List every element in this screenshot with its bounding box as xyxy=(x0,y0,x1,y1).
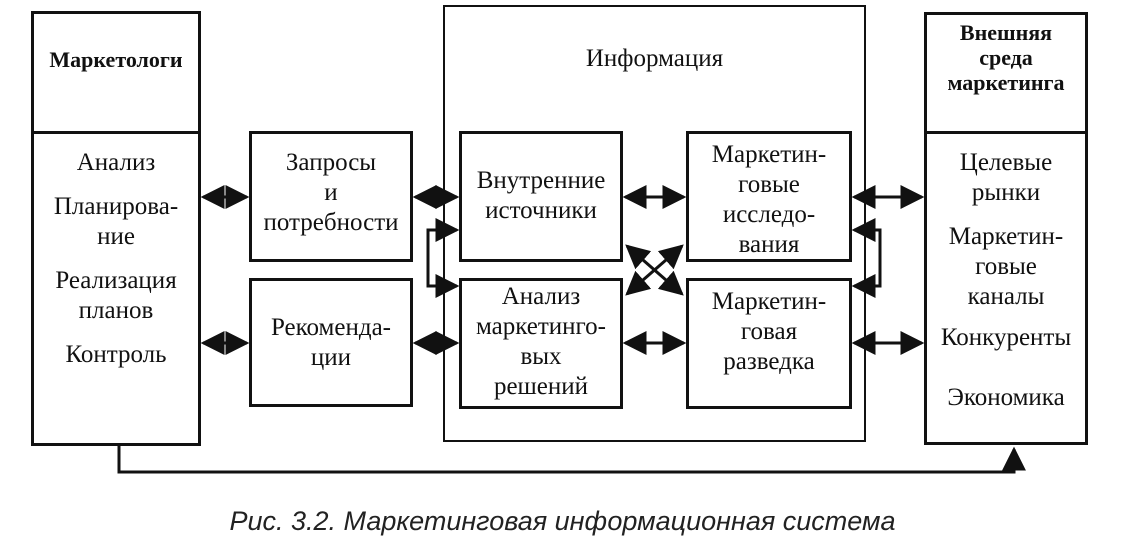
analysis-box xyxy=(459,278,623,409)
environment-header-divider xyxy=(924,12,1088,134)
environment-box xyxy=(924,12,1088,445)
environment-item-competitors: Конкуренты xyxy=(940,324,1072,351)
figure-caption: Рис. 3.2. Маркетинговая информационная с… xyxy=(229,506,896,536)
requests-box xyxy=(249,131,413,262)
marketers-item-planning: Планирова- ние xyxy=(53,193,179,250)
marketers-item-control: Контроль xyxy=(65,341,167,368)
research-box xyxy=(686,131,852,262)
requests-label: Запросы и потребности xyxy=(263,149,399,236)
intelligence-label: Маркетин- говая разведка xyxy=(711,288,827,375)
bracket-research-intelligence xyxy=(851,218,882,298)
marketers-header-divider xyxy=(31,11,201,134)
marketers-box xyxy=(31,11,201,446)
environment-item-target-markets: Целевые рынки xyxy=(959,149,1053,206)
environment-title: Внешняя среда маркетинга xyxy=(947,20,1065,95)
marketers-title: Маркетологи xyxy=(49,47,183,72)
marketers-item-analysis: Анализ xyxy=(76,149,156,176)
feedback-line xyxy=(117,446,1026,474)
recommendations-label: Рекоменда- ции xyxy=(270,314,391,371)
intelligence-box xyxy=(686,278,852,409)
recommendations-box xyxy=(249,278,413,407)
environment-item-channels: Маркетин- говые каналы xyxy=(948,223,1064,310)
information-title: Информация xyxy=(585,45,724,72)
arrow-cross-2 xyxy=(625,244,684,296)
environment-item-economy: Экономика xyxy=(947,384,1065,411)
marketers-item-implementation: Реализация планов xyxy=(55,267,177,324)
internal-sources-label: Внутренние источники xyxy=(476,167,606,224)
internal-sources-box xyxy=(459,131,623,262)
bracket-internal-analysis xyxy=(426,218,460,298)
research-label: Маркетин- говые исследо- вания xyxy=(711,141,827,258)
analysis-label: Анализ маркетинго- вых решений xyxy=(475,283,606,400)
